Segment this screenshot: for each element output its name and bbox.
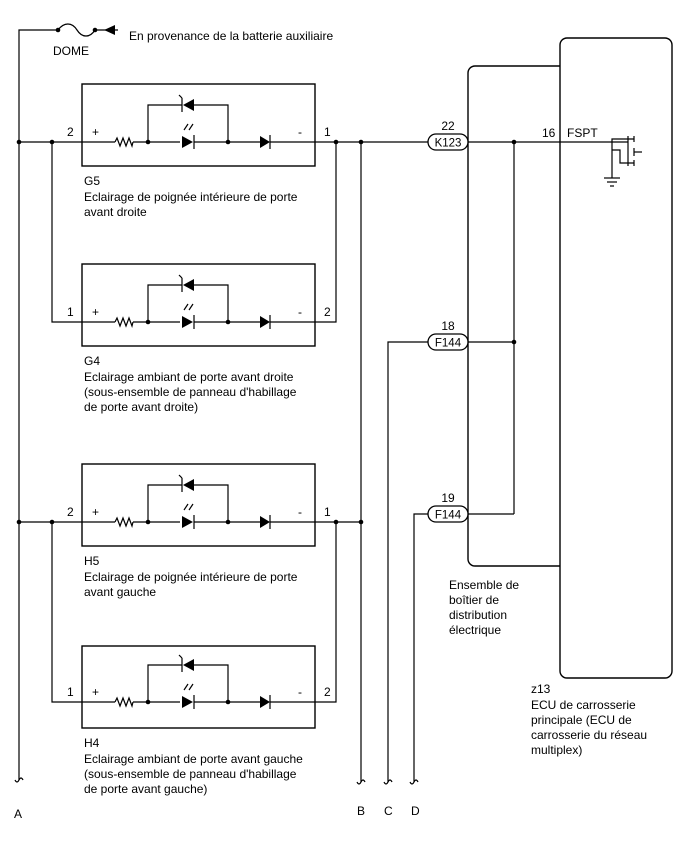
pin-plus: +	[92, 305, 99, 319]
lamp-box	[81, 645, 316, 729]
pin-minus: -	[298, 125, 302, 139]
pin-minus: -	[298, 505, 302, 519]
main-body-ecu	[559, 37, 673, 679]
ecu-pin-number: 16	[542, 126, 556, 140]
lamp-box	[81, 83, 316, 167]
component-desc-line: Eclairage ambiant de porte avant gauche	[84, 752, 303, 766]
ecu-code: z13	[531, 682, 551, 696]
diode-icon	[260, 316, 270, 328]
light-rays-icon	[183, 503, 194, 511]
continuation-d: D	[411, 804, 420, 818]
pin-plus: +	[92, 685, 99, 699]
pin-plus: +	[92, 125, 99, 139]
light-rays-icon	[183, 683, 194, 691]
component-g4: + - 1 2 G4 Eclairage ambiant de porte av…	[67, 263, 331, 414]
junction-block-label-line: électrique	[449, 623, 501, 637]
pin-in-number: 2	[67, 505, 74, 519]
connector-code: K123	[435, 138, 462, 150]
led-forward-icon	[182, 316, 193, 328]
pin-minus: -	[298, 305, 302, 319]
led-forward-icon	[182, 696, 193, 708]
component-desc-line: (sous-ensemble de panneau d'habillage	[84, 385, 297, 399]
connector-pin: 22	[441, 119, 455, 133]
component-desc-line: de porte avant droite)	[84, 400, 198, 414]
component-code: G4	[84, 354, 100, 368]
component-desc-line: avant gauche	[84, 585, 156, 599]
lamp-box	[81, 463, 316, 547]
continuation-c: C	[384, 804, 393, 818]
pin-plus: +	[92, 505, 99, 519]
pin-out-number: 1	[324, 505, 331, 519]
connector-f144-19: F144 19	[427, 491, 469, 523]
light-rays-icon	[183, 303, 194, 311]
source-description: En provenance de la batterie auxiliaire	[129, 29, 333, 43]
component-desc-line: (sous-ensemble de panneau d'habillage	[84, 767, 297, 781]
junction-block-label-line: boîtier de	[449, 593, 499, 607]
junction-block-label-line: Ensemble de	[449, 578, 519, 592]
pin-in-number: 2	[67, 125, 74, 139]
led-forward-icon	[182, 136, 193, 148]
lamp-box	[81, 263, 316, 347]
supply-wire-top	[18, 29, 58, 780]
diode-icon	[260, 136, 270, 148]
component-desc-line: Eclairage de poignée intérieure de porte	[84, 570, 298, 584]
connector-code: F144	[435, 510, 462, 522]
ground-icon	[604, 170, 620, 187]
component-desc-line: de porte avant gauche)	[84, 782, 207, 796]
pin-out-number: 1	[324, 125, 331, 139]
pin-out-number: 2	[324, 685, 331, 699]
component-desc-line: Eclairage ambiant de porte avant droite	[84, 370, 294, 384]
component-code: H5	[84, 554, 100, 568]
component-code: G5	[84, 174, 100, 188]
led-reverse-icon	[183, 279, 194, 291]
ecu-signal-name: FSPT	[567, 126, 598, 140]
component-code: H4	[84, 736, 100, 750]
ecu-label-line: ECU de carrosserie	[531, 698, 636, 712]
component-g5: + - 2 1 G5 Eclairage de poignée intérieu…	[67, 83, 331, 219]
source-arrow-icon	[104, 25, 115, 35]
fuse-symbol	[57, 23, 96, 37]
transistor-icon	[611, 136, 642, 170]
pin-out-number: 2	[324, 305, 331, 319]
pin-in-number: 1	[67, 685, 74, 699]
continuation-a: A	[14, 807, 22, 821]
connector-pin: 18	[441, 319, 455, 333]
ecu-label-line: principale (ECU de	[531, 713, 632, 727]
led-forward-icon	[182, 516, 193, 528]
component-h4: + - 1 2 H4 Eclairage ambiant de porte av…	[67, 645, 331, 796]
component-desc-line: avant droite	[84, 205, 147, 219]
led-reverse-icon	[183, 659, 194, 671]
light-rays-icon	[183, 123, 194, 131]
pin-minus: -	[298, 685, 302, 699]
connector-k123: K123 22	[427, 119, 469, 151]
connector-code: F144	[435, 338, 462, 350]
connector-f144-18: F144 18	[427, 319, 469, 351]
connector-pin: 19	[441, 491, 455, 505]
pin-in-number: 1	[67, 305, 74, 319]
component-h5: + - 2 1 H5 Eclairage de poignée intérieu…	[67, 463, 331, 599]
led-reverse-icon	[183, 99, 194, 111]
ecu-label-line: carrosserie du réseau	[531, 728, 647, 742]
led-reverse-icon	[183, 479, 194, 491]
junction-block-label-line: distribution	[449, 608, 507, 622]
continuation-b: B	[357, 804, 365, 818]
diode-icon	[260, 696, 270, 708]
ecu-label-line: multiplex)	[531, 743, 582, 757]
component-desc-line: Eclairage de poignée intérieure de porte	[84, 190, 298, 204]
fuse-label: DOME	[53, 44, 89, 58]
diode-icon	[260, 516, 270, 528]
